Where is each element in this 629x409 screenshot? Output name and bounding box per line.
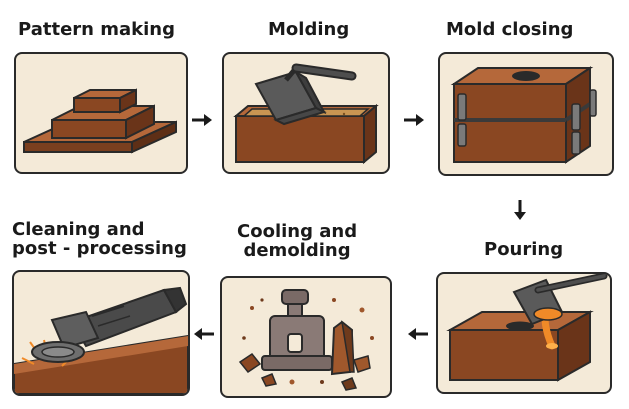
panel-pouring — [436, 272, 612, 394]
step-label-molding: Molding — [268, 19, 350, 40]
arrow-left-icon — [408, 328, 428, 340]
panel-pattern-making — [14, 52, 188, 174]
pouring-illustration — [446, 274, 608, 382]
panel-cleaning-post-processing — [12, 270, 190, 396]
step-label-pattern-making: Pattern making — [18, 19, 175, 40]
arrow-left-icon — [194, 328, 214, 340]
mold-closing-illustration — [450, 66, 597, 164]
molding-illustration — [233, 63, 379, 165]
arrow-right-icon — [404, 114, 424, 126]
panel-mold-closing — [438, 52, 614, 176]
panel-cooling-demolding — [220, 276, 392, 398]
arrow-down-icon — [514, 200, 526, 220]
step-label-cooling-demolding: Cooling and demolding — [237, 221, 358, 261]
step-label-mold-closing: Mold closing — [446, 19, 574, 40]
grinder-illustration — [14, 286, 188, 394]
cooling-demolding-illustration — [238, 289, 374, 391]
arrow-right-icon — [192, 114, 212, 126]
step-label-cleaning-post-processing: Cleaning and post - processing — [12, 219, 187, 259]
panel-molding — [222, 52, 390, 174]
step-label-pouring: Pouring — [484, 239, 564, 260]
pattern-illustration — [23, 88, 177, 154]
